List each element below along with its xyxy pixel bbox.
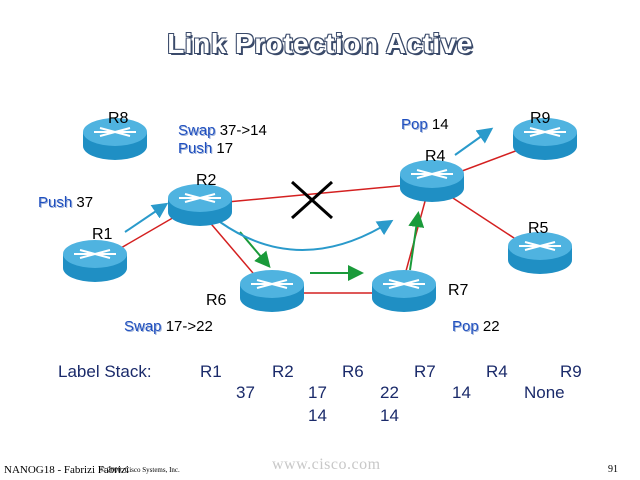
router-r5-icon <box>508 232 572 274</box>
stack-column-r2: R2 <box>272 362 294 381</box>
router-r1-icon <box>63 240 127 282</box>
label-stack-header: Label Stack: <box>58 362 152 381</box>
router-r6-icon <box>240 270 304 312</box>
footer-copyright: © 2000, Cisco Systems, Inc. <box>100 466 180 474</box>
op-keyword: Push <box>178 140 213 157</box>
links <box>94 139 546 294</box>
router-label-r5: R5 <box>528 220 549 237</box>
op-r2-push: Push 17 <box>178 140 233 157</box>
op-value: 37 <box>76 194 94 211</box>
router-r7-icon <box>372 270 436 312</box>
stack-column-r9: R9 <box>560 362 582 381</box>
stack-value: 14 <box>452 383 471 402</box>
op-r4-pop: Pop 14 <box>401 116 449 133</box>
arrow-bypass <box>219 219 394 251</box>
stack-column-r1: R1 <box>200 362 222 381</box>
op-keyword: Swap <box>124 318 162 335</box>
router-r8-icon <box>83 118 147 160</box>
protect-arrows <box>124 127 494 251</box>
router-label-r7: R7 <box>448 282 469 299</box>
op-value: 22 <box>482 318 500 335</box>
stack-column-r4: R4 <box>486 362 508 381</box>
page-title: Link Protection Active <box>167 28 473 59</box>
op-keyword: Push <box>38 194 73 211</box>
footer-url: www.cisco.com <box>272 456 381 473</box>
op-keyword: Swap <box>178 122 216 139</box>
op-value: 17 <box>216 140 234 157</box>
op-value: 17->22 <box>165 318 213 335</box>
stack-value: 37 <box>236 383 255 402</box>
stack-value: 14 <box>308 406 327 425</box>
stack-value: None <box>524 383 565 402</box>
router-label-r2: R2 <box>196 172 217 189</box>
stack-value: 17 <box>308 383 327 402</box>
op-keyword: Pop <box>452 318 479 335</box>
op-r7-pop: Pop 22 <box>452 318 500 335</box>
footer-presenter: NANOG18 - Fabrizi Fabrizi <box>4 464 129 476</box>
stack-column-r7: R7 <box>414 362 436 381</box>
router-label-r9: R9 <box>530 110 551 127</box>
router-label-r1: R1 <box>92 226 113 243</box>
stack-column-r6: R6 <box>342 362 364 381</box>
router-r4-icon <box>400 160 464 202</box>
op-r1-push: Push 37 <box>38 194 93 211</box>
router-r2-icon <box>168 184 232 226</box>
op-value: 37->14 <box>219 122 267 139</box>
arrow-r7-r4 <box>408 211 425 271</box>
op-r6-swap: Swap 17->22 <box>124 318 213 335</box>
op-value: 14 <box>431 116 449 133</box>
router-label-r6: R6 <box>206 292 227 309</box>
router-r9-icon <box>513 118 577 160</box>
footer-page-number: 91 <box>608 464 618 475</box>
router-label-r4: R4 <box>425 148 446 165</box>
failure-x-icon <box>290 180 334 220</box>
stack-value: 22 <box>380 383 399 402</box>
router-label-r8: R8 <box>108 110 129 127</box>
op-r2-swap: Swap 37->14 <box>178 122 267 139</box>
op-keyword: Pop <box>401 116 428 133</box>
arrow-r4-r9 <box>454 127 494 156</box>
stack-value: 14 <box>380 406 399 425</box>
link-r2-r4 <box>194 182 431 206</box>
arrow-r1-r2 <box>124 202 169 233</box>
